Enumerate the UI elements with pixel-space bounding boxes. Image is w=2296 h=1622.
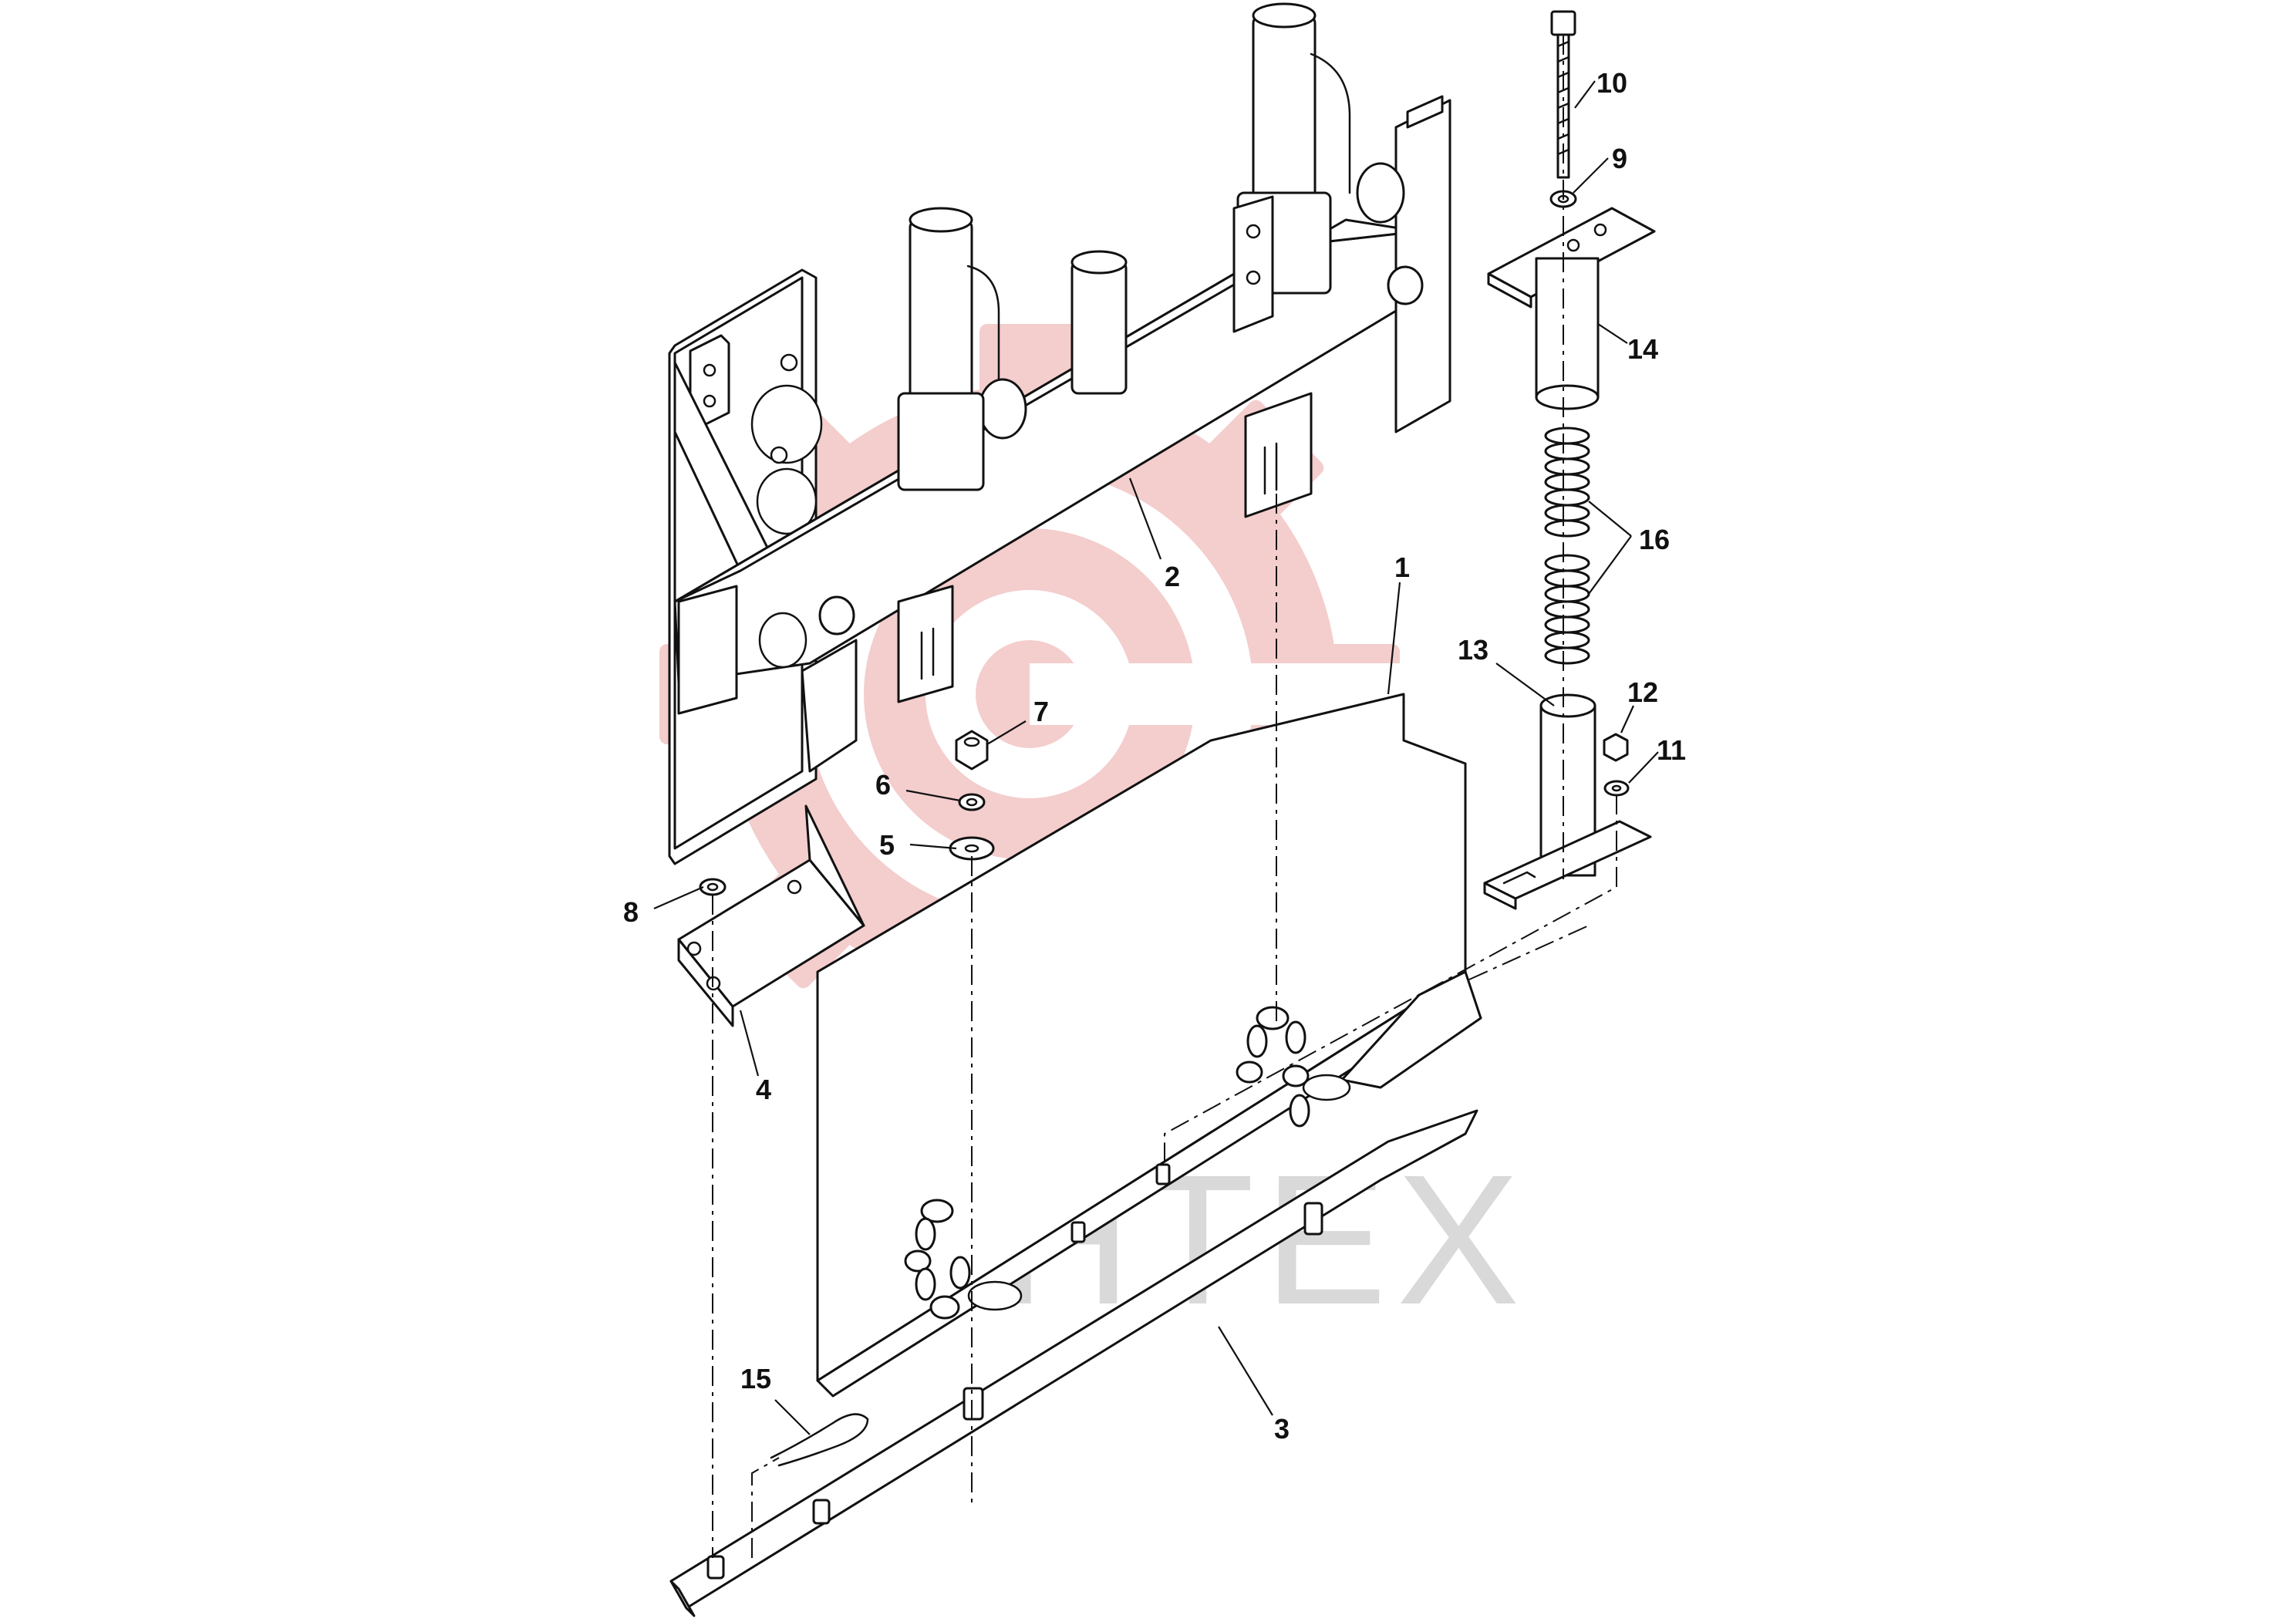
beam-tube-middle [1070, 250, 1128, 395]
callout-9: 9 [1612, 143, 1627, 174]
part-8-washer [699, 878, 727, 896]
callout-8: 8 [623, 896, 639, 928]
callout-6: 6 [875, 769, 891, 801]
part-12-nut [1603, 733, 1629, 762]
part-4-angle-bracket [677, 804, 865, 1027]
callout-10: 10 [1596, 67, 1627, 99]
chain-left [904, 1199, 971, 1320]
callout-11: 11 [1657, 734, 1686, 766]
beam-lock-pin-right [1232, 2, 1405, 518]
callout-7: 7 [1033, 696, 1049, 727]
callout-1: 1 [1394, 551, 1410, 583]
callout-4: 4 [756, 1074, 771, 1105]
part-5-flat-washer [949, 836, 995, 861]
part-7-nut [955, 730, 989, 771]
part-13-bottom-sleeve-bracket [1483, 693, 1652, 910]
callout-15: 15 [740, 1363, 771, 1394]
chain-right [1236, 1006, 1310, 1128]
spring-lower [1544, 554, 1590, 665]
callout-3: 3 [1274, 1413, 1290, 1445]
callout-12: 12 [1627, 676, 1658, 708]
callout-5: 5 [879, 829, 895, 861]
leader-lines [653, 80, 1659, 1435]
callout-14: 14 [1627, 333, 1658, 365]
callout-16: 16 [1639, 524, 1670, 555]
part-2-cross-beam [668, 95, 1451, 865]
part-15-r-clip [770, 1413, 869, 1467]
spring-upper [1544, 427, 1590, 538]
part-16-springs [1544, 427, 1590, 665]
callout-2: 2 [1165, 561, 1180, 592]
callout-labels: 1 2 3 4 5 6 7 8 9 10 11 12 13 14 15 16 [623, 67, 1686, 1445]
callout-13: 13 [1458, 634, 1489, 666]
beam-lock-pin-left [897, 207, 1027, 703]
part-6-lock-washer [958, 793, 986, 811]
part-3-bottom-runner [669, 1109, 1478, 1617]
assembly-lines [712, 35, 1617, 1558]
part-11-washer [1603, 780, 1630, 797]
part-14-top-sleeve-bracket [1487, 207, 1656, 410]
